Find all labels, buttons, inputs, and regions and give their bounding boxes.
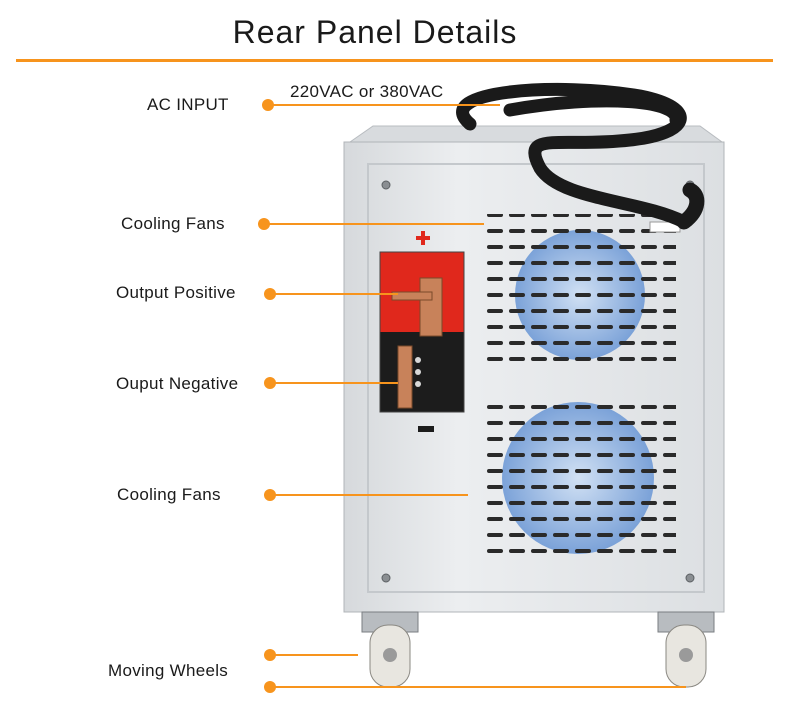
ac-input-cable xyxy=(456,82,705,230)
label-moving-wheels: Moving Wheels xyxy=(108,661,229,680)
label-output-negative: Ouput Negative xyxy=(116,374,239,393)
label-cooling-fans-bottom: Cooling Fans xyxy=(117,485,221,504)
page-title: Rear Panel Details xyxy=(232,14,518,50)
callout-line-output-negative xyxy=(270,382,398,384)
moving-wheels-illustration xyxy=(361,611,715,688)
label-cooling-fans-top: Cooling Fans xyxy=(121,214,225,233)
ac-input-spec: 220VAC or 380VAC xyxy=(290,82,444,101)
callout-line-moving-wheels-top xyxy=(270,654,358,656)
title-rule xyxy=(16,59,773,62)
callout-line-cooling-fans-bottom xyxy=(270,494,468,496)
callout-line-cooling-fans-top xyxy=(264,223,484,225)
callout-line-output-positive xyxy=(270,293,398,295)
cooling-fan-bottom xyxy=(484,398,676,558)
label-ac-input: AC INPUT xyxy=(147,95,229,114)
callout-line-moving-wheels-bottom xyxy=(270,686,686,688)
label-output-positive: Output Positive xyxy=(116,283,236,302)
cooling-fan-top xyxy=(484,214,676,362)
output-terminal-block xyxy=(379,231,465,432)
callout-line-ac-input xyxy=(268,104,500,106)
